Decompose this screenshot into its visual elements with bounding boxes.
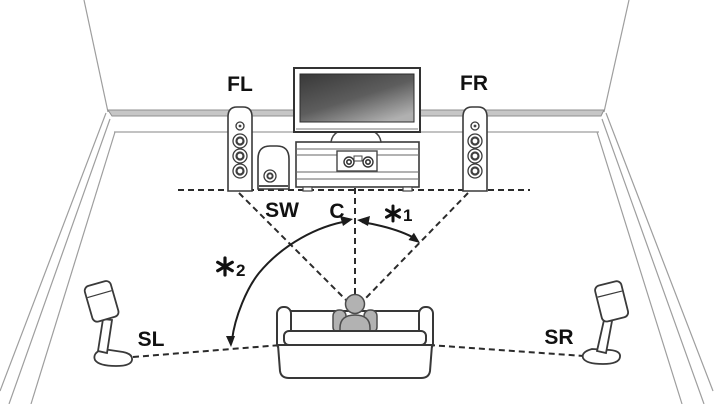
speaker-labels: FL FR SW C SL SR (138, 72, 574, 351)
av-receiver (336, 150, 378, 172)
cabinet-foot-left (302, 186, 313, 192)
label-center: C (329, 200, 344, 223)
fr-driver-3-cone (470, 166, 480, 176)
sr-grille-line (597, 290, 623, 298)
arrowhead-front-angle (408, 232, 420, 243)
sofa-seat (283, 330, 427, 346)
left-baseboard-line-2 (8, 118, 111, 404)
cabinet-foot-right (402, 186, 413, 192)
sr-speaker-box (594, 280, 630, 323)
sl-grille-line (87, 290, 112, 299)
fl-driver-3-cone (235, 166, 245, 176)
right-baseboard-line-1 (605, 112, 714, 392)
angle-front-number: 1 (403, 206, 412, 225)
angle-arcs (226, 216, 420, 347)
surround-angle-arc (231, 220, 349, 341)
sr-base (581, 348, 621, 365)
left-baseboard-line-1 (0, 112, 107, 392)
front-right-sightline (362, 192, 469, 302)
left-wall-corner-edge (83, 0, 109, 113)
sofa (276, 293, 434, 379)
fl-driver-1-cone (235, 136, 245, 146)
sl-speaker-box (83, 280, 120, 323)
surround-right-sightline (428, 344, 585, 357)
left-baseboard-line-3 (30, 131, 116, 404)
tv-screen (299, 73, 415, 123)
listener-person (332, 293, 378, 337)
arrowhead-apex-right (357, 216, 370, 226)
tv-cabinet (295, 141, 420, 192)
right-baseboard-line-2 (601, 118, 705, 404)
sl-stand-pole (96, 318, 114, 355)
surround-left-sightline (132, 344, 282, 358)
fl-driver-2-cone (235, 151, 245, 161)
heavy-asterisk-icon (216, 256, 234, 277)
label-surround-left: SL (138, 328, 165, 351)
right-wall-corner-edge (603, 0, 630, 113)
fr-driver-2-cone (470, 151, 480, 161)
fr-tweeter-dot (473, 124, 477, 128)
sl-base (93, 348, 133, 367)
front-left-sightline (238, 192, 348, 302)
front-right-speaker (462, 106, 488, 192)
subwoofer-body (257, 145, 290, 190)
right-baseboard-line-3 (596, 131, 683, 404)
fr-driver-1-cone (470, 136, 480, 146)
fl-tweeter-dot (238, 124, 242, 128)
angle-marker-front: 1 (385, 204, 412, 225)
heavy-asterisk-icon (385, 204, 401, 223)
angle-marker-surround: 2 (216, 256, 245, 280)
subwoofer (257, 145, 290, 190)
subwoofer-driver-cone (266, 172, 274, 180)
person-head (344, 293, 366, 315)
arrowhead-apex-left (340, 216, 353, 226)
angle-surround-number: 2 (236, 261, 245, 280)
label-subwoofer: SW (265, 199, 299, 222)
tv (293, 67, 421, 143)
arrowhead-surround-angle (226, 336, 235, 347)
label-front-right: FR (460, 72, 488, 95)
label-front-left: FL (227, 73, 253, 96)
surround-right-speaker (581, 280, 630, 365)
sr-stand-pole (595, 319, 614, 355)
front-left-speaker (227, 106, 253, 192)
receiver-knob-left-center (345, 159, 352, 166)
sofa-front-skirt (276, 344, 434, 379)
receiver-display (353, 155, 363, 162)
label-surround-right: SR (544, 326, 573, 349)
receiver-knob-right-center (364, 159, 371, 166)
surround-left-speaker (83, 280, 133, 367)
